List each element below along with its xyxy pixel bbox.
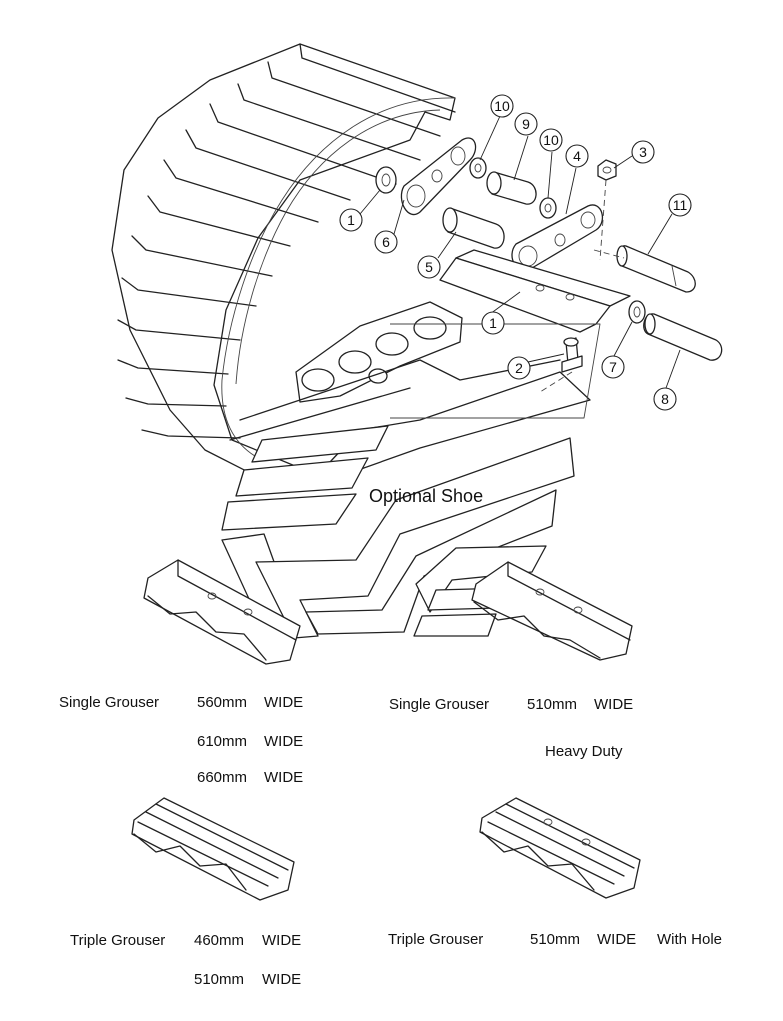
svg-text:2: 2 (515, 360, 523, 376)
single-left-size-3: 660mm (197, 769, 248, 786)
svg-text:1: 1 (347, 212, 355, 228)
single-right-note: Heavy Duty (545, 743, 623, 760)
callout-5: 6 (374, 230, 398, 254)
callout-6: 5 (417, 255, 441, 279)
triple-left-unit-1: WIDE (262, 932, 302, 949)
triple-left-size-2: 510mm (194, 971, 245, 988)
callout-7-lower: 7 (601, 355, 625, 379)
callout-10-right: 10 (539, 128, 563, 152)
triple-right-unit-1: WIDE (597, 931, 637, 948)
single-right-size-1: 510mm (527, 696, 578, 713)
callout-3: 3 (631, 140, 655, 164)
callout-2: 2 (507, 356, 531, 380)
callout-8: 8 (653, 387, 677, 411)
callout-4: 4 (565, 144, 589, 168)
callout-9: 9 (514, 112, 538, 136)
single-left-unit-1: WIDE (264, 694, 304, 711)
svg-text:5: 5 (425, 259, 433, 275)
triple-grouser-shoe-left (131, 797, 295, 901)
single-grouser-shoe-right (471, 561, 633, 661)
triple-right-note: With Hole (657, 931, 723, 948)
single-left-type: Single Grouser (59, 694, 160, 711)
single-left-size-1: 560mm (197, 694, 248, 711)
svg-text:7: 7 (609, 359, 617, 375)
single-left-size-2: 610mm (197, 733, 248, 750)
svg-text:11: 11 (673, 197, 688, 213)
callout-leaders (359, 115, 681, 389)
svg-text:9: 9 (522, 116, 530, 132)
optional-shoe-profiles (221, 323, 601, 639)
callout-7-upper: 1 (339, 208, 363, 232)
svg-text:3: 3 (639, 144, 647, 160)
triple-left-type: Triple Grouser (70, 932, 166, 949)
single-left-unit-3: WIDE (264, 769, 304, 786)
track-chain-assembly (111, 43, 591, 481)
svg-text:10: 10 (494, 98, 510, 114)
triple-right-size-1: 510mm (530, 931, 581, 948)
triple-right-type: Triple Grouser (388, 931, 484, 948)
triple-left-size-1: 460mm (194, 932, 245, 949)
single-right-type: Single Grouser (389, 696, 490, 713)
svg-text:4: 4 (573, 148, 581, 164)
svg-text:8: 8 (661, 391, 669, 407)
callout-10-left: 10 (490, 94, 514, 118)
triple-left-unit-2: WIDE (262, 971, 302, 988)
callout-11: 11 (668, 193, 692, 217)
svg-text:10: 10 (543, 132, 559, 148)
svg-text:1: 1 (489, 315, 497, 331)
exploded-parts (375, 137, 723, 393)
callout-1: 1 (481, 311, 505, 335)
optional-shoe-title: Optional Shoe (369, 486, 484, 506)
single-grouser-shoe-left (143, 559, 301, 665)
single-left-unit-2: WIDE (264, 733, 304, 750)
single-right-unit-1: WIDE (594, 696, 634, 713)
svg-text:6: 6 (382, 234, 390, 250)
triple-grouser-shoe-right (479, 797, 641, 899)
